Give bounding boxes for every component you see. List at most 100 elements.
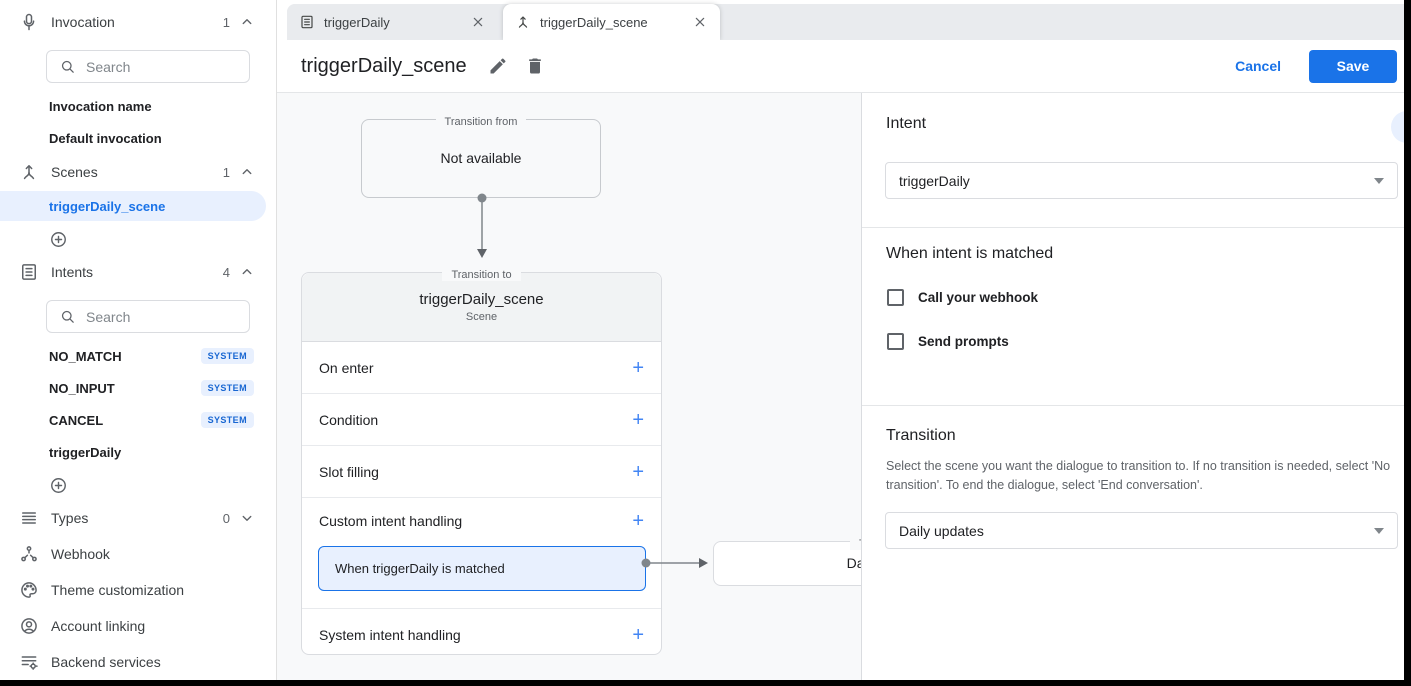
item-label: Theme customization — [51, 582, 185, 598]
section-label: Invocation — [51, 14, 115, 30]
section-count: 0 — [222, 510, 230, 526]
account-circle-icon — [21, 618, 37, 634]
connector-down — [477, 193, 487, 258]
checkbox-label: Send prompts — [918, 334, 1009, 349]
transition-heading: Transition — [886, 427, 956, 444]
tab-label: triggerDaily — [324, 14, 390, 30]
sidebar-section-types[interactable]: Types 0 — [0, 500, 276, 536]
sidebar-section-scenes[interactable]: Scenes 1 — [0, 154, 276, 190]
sidebar-item-account-linking[interactable]: Account linking — [0, 608, 276, 644]
row-label: On enter — [319, 359, 374, 376]
row-label: Slot filling — [319, 463, 379, 480]
dropdown-caret-icon — [1374, 527, 1384, 534]
chevron-up-icon — [242, 269, 252, 275]
row-custom-intent-handling: Custom intent handling + When triggerDai… — [302, 498, 661, 609]
close-icon[interactable] — [470, 14, 486, 30]
scene-card: Transition to triggerDaily_scene Scene O… — [301, 269, 662, 655]
invocation-search[interactable] — [46, 50, 267, 83]
item-label: NO_MATCH — [49, 348, 122, 364]
row-label: Custom intent handling — [319, 513, 463, 529]
tab-triggerdaily-scene-active[interactable]: triggerDaily_scene — [503, 4, 720, 40]
sidebar-item-no-input[interactable]: NO_INPUT SYSTEM — [0, 372, 276, 404]
sidebar-section-intents[interactable]: Intents 4 — [0, 254, 276, 290]
intent-list-icon — [22, 264, 36, 280]
screen-edge-right — [1404, 0, 1411, 686]
divider — [862, 405, 1411, 406]
when-matched-heading: When intent is matched — [886, 245, 1054, 262]
edit-pencil-icon[interactable] — [488, 56, 508, 76]
add-system-intent-button[interactable]: + — [632, 623, 644, 646]
sidebar-item-triggerdaily-scene-selected[interactable]: triggerDaily_scene — [0, 191, 266, 221]
search-input[interactable] — [86, 308, 267, 325]
system-badge: SYSTEM — [200, 380, 254, 396]
add-scene-button[interactable] — [0, 225, 276, 253]
transition-from-card: Transition from Not available — [361, 116, 601, 198]
intent-select[interactable]: triggerDaily — [885, 162, 1398, 199]
item-label: Default invocation — [49, 130, 162, 146]
sidebar-item-no-match[interactable]: NO_MATCH SYSTEM — [0, 340, 276, 372]
scene-fork-icon — [518, 16, 528, 28]
item-label: NO_INPUT — [49, 380, 115, 396]
system-badge: SYSTEM — [200, 348, 254, 364]
close-icon[interactable] — [692, 14, 708, 30]
section-label: Types — [51, 510, 89, 526]
webhook-checkbox[interactable] — [887, 289, 904, 306]
transition-select-value: Daily updates — [899, 522, 984, 539]
search-input[interactable] — [86, 58, 267, 75]
sidebar-item-theme-customization[interactable]: Theme customization — [0, 572, 276, 608]
intent-list-icon — [301, 15, 313, 29]
sidebar-section-invocation[interactable]: Invocation 1 — [0, 4, 276, 40]
backend-services-icon — [21, 656, 38, 670]
transition-from-legend: Transition from — [435, 116, 527, 128]
row-on-enter[interactable]: On enter + — [302, 342, 661, 394]
section-label: Intents — [51, 264, 94, 280]
dropdown-caret-icon — [1374, 177, 1384, 184]
webhook-icon — [21, 546, 37, 562]
tab-triggerdaily[interactable]: triggerDaily — [287, 4, 498, 40]
selected-intent-handler[interactable]: When triggerDaily is matched — [318, 546, 646, 591]
sidebar-item-triggerdaily[interactable]: triggerDaily — [0, 436, 276, 468]
scene-card-header[interactable]: triggerDaily_scene Scene — [302, 273, 661, 342]
send-prompts-option[interactable]: Send prompts — [887, 333, 1009, 350]
sidebar-item-cancel[interactable]: CANCEL SYSTEM — [0, 404, 276, 436]
transition-help-text: Select the scene you want the dialogue t… — [886, 459, 1391, 493]
item-label: CANCEL — [49, 412, 104, 428]
custom-intent-header[interactable]: Custom intent handling + — [302, 498, 661, 544]
search-icon — [61, 310, 74, 323]
sidebar-item-default-invocation[interactable]: Default invocation — [0, 122, 276, 154]
microphone-icon — [23, 13, 35, 31]
add-intent-button[interactable] — [0, 471, 276, 499]
sidebar-item-invocation-name[interactable]: Invocation name — [0, 90, 276, 122]
page-title: triggerDaily_scene — [301, 54, 467, 77]
transition-select[interactable]: Daily updates — [885, 512, 1398, 549]
palette-icon — [21, 582, 37, 598]
row-slot-filling[interactable]: Slot filling + — [302, 446, 661, 498]
row-system-intent-handling[interactable]: System intent handling + — [302, 609, 661, 660]
chevron-down-icon — [242, 515, 252, 521]
prompts-checkbox[interactable] — [887, 333, 904, 350]
save-button[interactable]: Save — [1309, 49, 1397, 83]
intents-search[interactable] — [46, 300, 267, 333]
intent-select-value: triggerDaily — [899, 172, 970, 189]
add-slot-filling-button[interactable]: + — [632, 460, 644, 483]
item-label: Account linking — [51, 618, 146, 634]
scene-card-subtitle: Scene — [465, 311, 498, 323]
item-label: triggerDaily_scene — [49, 198, 166, 214]
add-on-enter-button[interactable]: + — [632, 356, 644, 379]
sidebar-item-backend-services[interactable]: Backend services — [0, 644, 276, 680]
call-webhook-option[interactable]: Call your webhook — [887, 289, 1038, 306]
delete-trash-icon[interactable] — [525, 56, 545, 76]
add-condition-button[interactable]: + — [632, 408, 644, 431]
sidebar-item-webhook[interactable]: Webhook — [0, 536, 276, 572]
row-condition[interactable]: Condition + — [302, 394, 661, 446]
item-label: Webhook — [51, 546, 110, 562]
tab-label: triggerDaily_scene — [540, 14, 648, 30]
item-label: triggerDaily — [49, 444, 122, 460]
add-custom-intent-button[interactable]: + — [632, 510, 644, 532]
item-label: Invocation name — [49, 98, 152, 114]
cancel-button[interactable]: Cancel — [1235, 58, 1281, 74]
section-label: Scenes — [51, 164, 98, 180]
checkbox-label: Call your webhook — [918, 290, 1039, 305]
section-count: 1 — [222, 14, 230, 30]
